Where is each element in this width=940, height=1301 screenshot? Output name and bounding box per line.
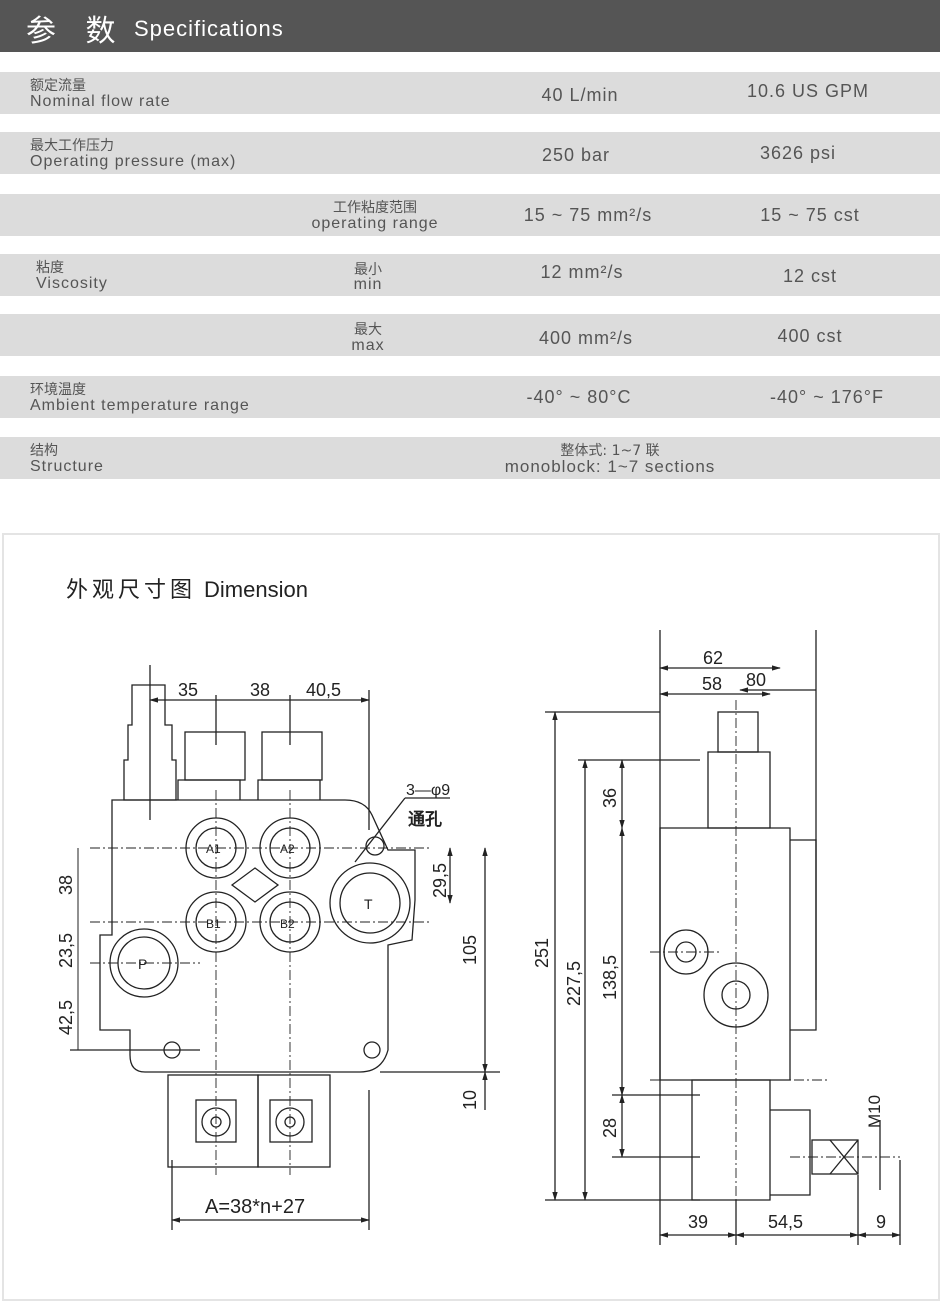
flow-label-en: Nominal flow rate [30, 93, 171, 110]
structure-label-cn: 结构 [30, 443, 58, 459]
viscosity-range-label-cn: 工作粘度范围 [333, 200, 417, 216]
side-dim-39: 39 [688, 1212, 708, 1232]
flow-value-us: 10.6 US GPM [746, 81, 870, 101]
side-dim-80: 80 [746, 670, 766, 690]
side-dim-251: 251 [532, 938, 552, 968]
viscosity-max-label-cn: 最大 [354, 322, 382, 338]
side-dim-28: 28 [600, 1118, 620, 1138]
front-port-a1: A1 [206, 842, 221, 856]
temperature-label-cn: 环境温度 [30, 382, 86, 398]
front-dim-105: 105 [460, 935, 480, 965]
header-title-cn: 参 数 [26, 14, 126, 49]
temperature-label-en: Ambient temperature range [30, 397, 250, 414]
front-dim-35: 35 [178, 680, 198, 700]
side-thread-m10: M10 [865, 1095, 884, 1128]
structure-value-cn: 整体式: 1~7 联 [560, 443, 660, 459]
viscosity-range-label-en: operating range [311, 215, 439, 232]
spec-row-pressure: 最大工作压力 Operating pressure (max) 250 bar … [0, 132, 940, 174]
spec-row-viscosity-min: 粘度 Viscosity 最小 min 12 mm²/s 12 cst [0, 254, 940, 296]
side-dim-9: 9 [876, 1212, 886, 1232]
pressure-value-us: 3626 psi [759, 143, 837, 163]
front-dim-10: 10 [460, 1090, 480, 1110]
specifications-header: 参 数 Specifications [0, 0, 940, 52]
temperature-value-us: -40° ~ 176°F [770, 387, 884, 407]
side-dim-36: 36 [600, 788, 620, 808]
viscosity-max-label-en: max [351, 337, 385, 354]
viscosity-min-label-cn: 最小 [354, 262, 382, 278]
viscosity-max-value-metric: 400 mm²/s [538, 328, 634, 348]
dimension-title-cn: 外观尺寸图 [66, 577, 197, 602]
structure-value-en: monoblock: 1~7 sections [504, 457, 716, 476]
spec-row-viscosity-range: 工作粘度范围 operating range 15 ~ 75 mm²/s 15 … [0, 194, 940, 236]
dimension-title: 外观尺寸图 Dimension [66, 572, 308, 604]
dimension-panel [2, 533, 940, 1301]
front-dim-38-left: 38 [56, 875, 76, 895]
temperature-value-metric: -40° ~ 80°C [526, 387, 632, 407]
spec-row-structure: 结构 Structure 整体式: 1~7 联 monoblock: 1~7 s… [0, 437, 940, 479]
front-port-b1: B1 [206, 917, 221, 931]
flow-label-cn: 额定流量 [30, 78, 86, 94]
side-dim-227-5: 227,5 [564, 961, 584, 1006]
side-dim-138-5: 138,5 [600, 955, 620, 1000]
spec-row-temperature: 环境温度 Ambient temperature range -40° ~ 80… [0, 376, 940, 418]
front-dim-40-5: 40,5 [306, 680, 341, 700]
front-hole-note: 通孔 [408, 810, 442, 829]
pressure-value-metric: 250 bar [541, 145, 611, 165]
viscosity-label-cn: 粘度 [36, 260, 64, 276]
front-dim-38-top: 38 [250, 680, 270, 700]
viscosity-min-label-en: min [353, 276, 383, 293]
viscosity-max-value-us: 400 cst [777, 326, 843, 346]
front-dim-23-5: 23,5 [56, 933, 76, 968]
front-port-t: T [364, 896, 373, 912]
viscosity-range-value-us: 15 ~ 75 cst [760, 205, 860, 225]
pressure-label-en: Operating pressure (max) [30, 153, 237, 170]
spec-row-viscosity-max: 最大 max 400 mm²/s 400 cst [0, 314, 940, 356]
side-dim-54-5: 54,5 [768, 1212, 803, 1232]
viscosity-range-value-metric: 15 ~ 75 mm²/s [523, 205, 653, 225]
front-port-b2: B2 [280, 917, 295, 931]
viscosity-label-en: Viscosity [36, 275, 108, 292]
front-formula: A=38*n+27 [205, 1196, 305, 1218]
header-title-en: Specifications [134, 16, 284, 41]
dimension-title-en: Dimension [204, 577, 308, 602]
structure-label-en: Structure [30, 458, 104, 475]
viscosity-min-value-us: 12 cst [782, 266, 838, 286]
viscosity-min-value-metric: 12 mm²/s [540, 262, 624, 282]
pressure-label-cn: 最大工作压力 [30, 138, 114, 154]
front-dim-42-5: 42,5 [56, 1000, 76, 1035]
front-hole-label: 3—φ9 [406, 782, 450, 799]
front-port-a2: A2 [280, 842, 295, 856]
flow-value-metric: 40 L/min [541, 85, 619, 105]
side-dim-62: 62 [703, 648, 723, 668]
front-dim-29-5: 29,5 [430, 863, 450, 898]
front-port-p: P [138, 956, 147, 972]
spec-row-flow: 额定流量 Nominal flow rate 40 L/min 10.6 US … [0, 72, 940, 114]
side-dim-58: 58 [702, 674, 722, 694]
